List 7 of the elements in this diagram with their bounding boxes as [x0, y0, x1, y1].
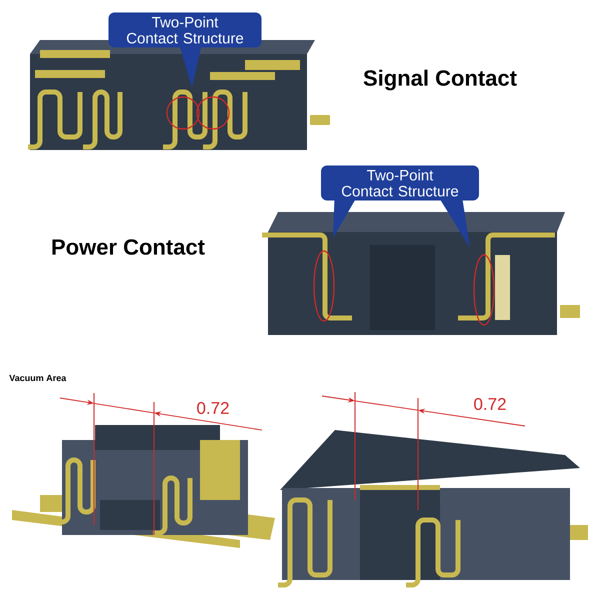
section-title: Power Contact: [52, 239, 205, 255]
caption-text: Vacuum Area: [9, 374, 66, 382]
callout-bubble: Two-Point Contact Structure: [321, 166, 479, 248]
dimension-value: 0.72: [197, 402, 229, 414]
dimension-value: 0.72: [474, 398, 506, 410]
callout-bubble: Two-Point Contact Structure: [108, 12, 262, 88]
section-title: Signal Contact: [364, 70, 517, 90]
